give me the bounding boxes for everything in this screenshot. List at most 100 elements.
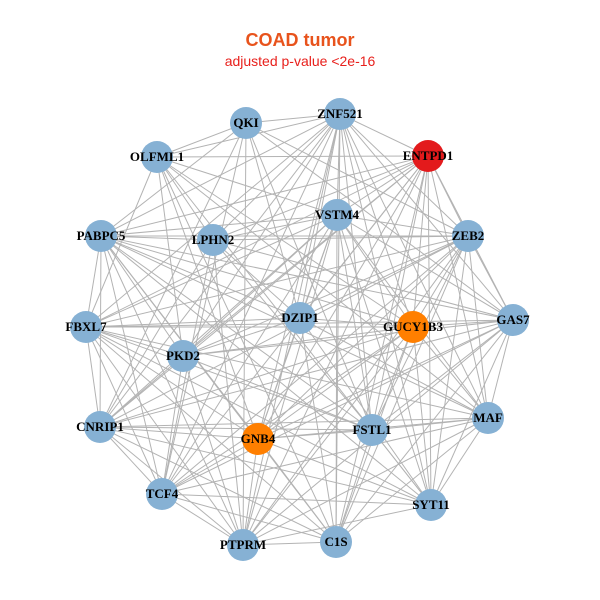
node-label: C1S	[324, 534, 347, 549]
edge-znf521-dzip1	[299, 113, 341, 319]
node-circle[interactable]	[415, 489, 447, 521]
edge-gucy1b3-cnrip1	[99, 326, 414, 428]
edge-pkd2-cnrip1	[99, 355, 184, 428]
edge-zeb2-maf	[467, 235, 489, 419]
node-circle[interactable]	[472, 402, 504, 434]
edge-pkd2-fstl1	[182, 355, 373, 431]
node-label: LPHN2	[192, 232, 235, 247]
node-label: ENTPD1	[403, 148, 454, 163]
node-maf[interactable]: MAF	[472, 402, 504, 434]
node-fstl1[interactable]: FSTL1	[352, 414, 392, 446]
node-gnb4[interactable]: GNB4	[241, 423, 276, 455]
node-circle[interactable]	[84, 411, 116, 443]
node-olfml1[interactable]: OLFML1	[130, 141, 184, 173]
node-gucy1b3[interactable]: GUCY1B3	[383, 311, 443, 343]
node-circle[interactable]	[85, 220, 117, 252]
node-circle[interactable]	[242, 423, 274, 455]
edge-entpd1-fbxl7	[85, 155, 429, 328]
edge-gas7-tcf4	[161, 319, 514, 495]
node-entpd1[interactable]: ENTPD1	[403, 140, 454, 172]
node-label: SYT11	[412, 497, 450, 512]
node-circle[interactable]	[146, 478, 178, 510]
edge-zeb2-cnrip1	[99, 235, 469, 428]
edge-zeb2-gucy1b3	[412, 235, 469, 328]
node-qki[interactable]: QKI	[230, 107, 262, 139]
node-circle[interactable]	[324, 98, 356, 130]
edge-fbxl7-c1s	[85, 326, 337, 543]
node-label: MAF	[473, 410, 503, 425]
node-lphn2[interactable]: LPHN2	[192, 224, 235, 256]
node-circle[interactable]	[452, 220, 484, 252]
node-circle[interactable]	[230, 107, 262, 139]
edge-gucy1b3-gnb4	[257, 326, 414, 440]
node-circle[interactable]	[167, 340, 199, 372]
node-circle[interactable]	[141, 141, 173, 173]
edge-znf521-tcf4	[161, 113, 341, 495]
edge-zeb2-fbxl7	[85, 235, 469, 328]
edge-gas7-syt11	[430, 319, 514, 506]
edge-lphn2-cnrip1	[99, 239, 214, 428]
edge-zeb2-ptprm	[242, 235, 469, 546]
node-circle[interactable]	[356, 414, 388, 446]
node-circle[interactable]	[497, 304, 529, 336]
node-vstm4[interactable]: VSTM4	[315, 199, 360, 231]
edge-qki-ptprm	[242, 122, 247, 546]
node-label: OLFML1	[130, 149, 184, 164]
edge-vstm4-c1s	[335, 214, 338, 543]
node-c1s[interactable]: C1S	[320, 526, 352, 558]
node-ptprm[interactable]: PTPRM	[220, 529, 266, 561]
node-circle[interactable]	[284, 302, 316, 334]
edge-gucy1b3-syt11	[412, 326, 432, 506]
node-label: DZIP1	[281, 310, 319, 325]
edge-entpd1-pabpc5	[100, 155, 429, 237]
edge-znf521-maf	[339, 113, 489, 419]
node-circle[interactable]	[321, 199, 353, 231]
node-pabpc5[interactable]: PABPC5	[77, 220, 126, 252]
node-label: ZEB2	[452, 228, 485, 243]
edge-olfml1-gucy1b3	[156, 156, 414, 328]
edge-znf521-pabpc5	[100, 113, 341, 237]
edge-fbxl7-dzip1	[85, 317, 301, 328]
node-znf521[interactable]: ZNF521	[317, 98, 363, 130]
edge-znf521-syt11	[339, 113, 432, 506]
edge-pabpc5-gas7	[100, 235, 514, 321]
edge-qki-zeb2	[245, 122, 469, 237]
node-label: GUCY1B3	[383, 319, 443, 334]
node-circle[interactable]	[197, 224, 229, 256]
node-label: ZNF521	[317, 106, 363, 121]
edge-fbxl7-syt11	[85, 326, 432, 506]
node-zeb2[interactable]: ZEB2	[452, 220, 485, 252]
node-circle[interactable]	[397, 311, 429, 343]
node-circle[interactable]	[320, 526, 352, 558]
edge-dzip1-maf	[299, 317, 489, 419]
edge-olfml1-maf	[156, 156, 489, 419]
node-circle[interactable]	[412, 140, 444, 172]
node-label: PABPC5	[77, 228, 126, 243]
edge-gas7-gnb4	[257, 319, 514, 440]
edge-qki-cnrip1	[99, 122, 247, 428]
edge-gas7-fstl1	[371, 319, 514, 431]
node-gas7[interactable]: GAS7	[496, 304, 530, 336]
edge-zeb2-gnb4	[257, 235, 469, 440]
node-circle[interactable]	[70, 311, 102, 343]
node-tcf4[interactable]: TCF4	[146, 478, 179, 510]
node-cnrip1[interactable]: CNRIP1	[76, 411, 124, 443]
edge-olfml1-vstm4	[156, 156, 338, 216]
edge-gas7-maf	[487, 319, 514, 419]
node-circle[interactable]	[227, 529, 259, 561]
edge-gnb4-tcf4	[161, 438, 259, 495]
node-syt11[interactable]: SYT11	[412, 489, 450, 521]
edge-gnb4-ptprm	[242, 438, 259, 546]
node-dzip1[interactable]: DZIP1	[281, 302, 319, 334]
node-pkd2[interactable]: PKD2	[166, 340, 200, 372]
edge-tcf4-syt11	[161, 493, 432, 506]
edge-gucy1b3-gas7	[412, 319, 514, 328]
edge-gucy1b3-pkd2	[182, 326, 414, 357]
edge-entpd1-gucy1b3	[412, 155, 429, 328]
edge-zeb2-syt11	[430, 235, 469, 506]
edge-cnrip1-syt11	[99, 426, 432, 506]
node-label: PKD2	[166, 348, 200, 363]
node-fbxl7[interactable]: FBXL7	[65, 311, 107, 343]
figure-subtitle: adjusted p-value <2e-16	[224, 53, 376, 69]
